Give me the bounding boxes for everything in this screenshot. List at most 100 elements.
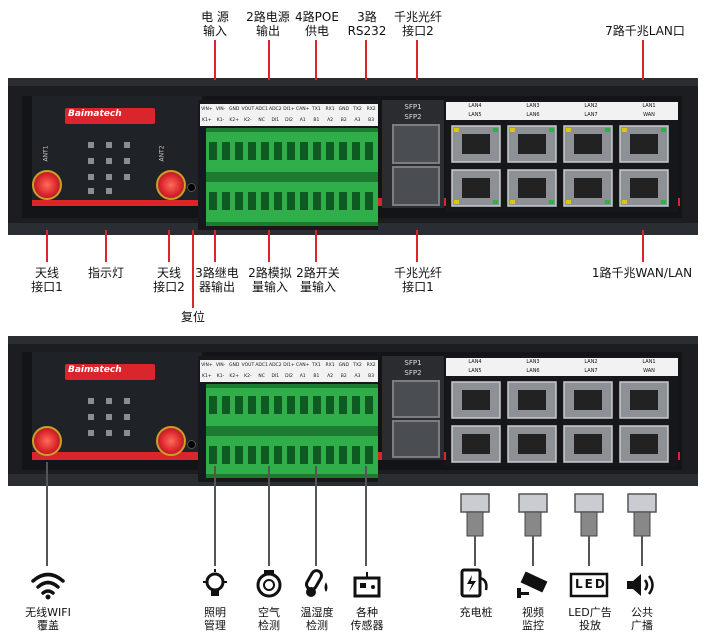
camera-icon — [514, 570, 550, 600]
panel-label: K1+ — [202, 374, 212, 379]
callout-sfp2: 千兆光纤 接口2 — [393, 10, 442, 38]
antenna-1-bottom[interactable] — [32, 426, 62, 456]
sfp-port-2[interactable] — [392, 124, 440, 164]
panel-label: SFP1 — [404, 103, 422, 111]
antenna-2-bottom[interactable] — [156, 426, 186, 456]
panel-label: K1+ — [202, 118, 212, 123]
panel-label: VIN- — [215, 107, 226, 112]
panel-label: B1 — [313, 374, 320, 379]
panel-label: B2 — [340, 118, 347, 123]
led-screen-icon: LED — [569, 572, 609, 598]
panel-label: TX1 — [312, 107, 321, 112]
led-screen-text: LED — [575, 577, 607, 591]
antenna-1[interactable] — [32, 170, 62, 200]
terminal-labels-top — [200, 104, 378, 126]
lan-label-strip-top — [446, 102, 678, 120]
panel-label: TX2 — [353, 363, 362, 368]
panel-label: K1- — [216, 118, 225, 123]
antenna-2[interactable] — [156, 170, 186, 200]
app-label-air: 空气 检测 — [258, 606, 280, 632]
panel-label: DI1 — [271, 118, 280, 123]
panel-label: DI1+ — [283, 363, 295, 368]
panel-label: VIN+ — [201, 363, 213, 368]
panel-label: VIN- — [215, 363, 226, 368]
panel-label: RX2 — [366, 107, 376, 112]
callout-relay: 3路继电 器输出 — [195, 266, 239, 294]
panel-label: K2+ — [229, 374, 240, 379]
terminal-green-top — [206, 128, 378, 226]
panel-label: RX1 — [325, 107, 335, 112]
app-label-led: LED广告 投放 — [568, 606, 612, 632]
panel-label: GND — [229, 107, 240, 112]
panel-label: LAN3 — [526, 103, 540, 109]
panel-label: ADC2 — [269, 363, 282, 368]
sensor-icon — [352, 570, 382, 600]
panel-label: LAN3 — [526, 359, 540, 365]
air-gauge-icon — [254, 568, 284, 600]
panel-label: WAN — [643, 112, 655, 118]
reset-button-bottom[interactable] — [187, 440, 196, 449]
callout-wanlan: 1路千兆WAN/LAN — [591, 266, 693, 280]
panel-label: VOUT — [241, 363, 255, 368]
app-label-camera: 视频 监控 — [522, 606, 544, 632]
panel-label: NC — [258, 374, 265, 379]
panel-label: DI1 — [271, 374, 280, 379]
panel-label: ADC1 — [255, 107, 268, 112]
callout-indicator: 指示灯 — [87, 266, 124, 280]
app-label-broadcast: 公共 广播 — [631, 606, 653, 632]
panel-label: GND — [338, 363, 349, 368]
panel-label: A2 — [327, 118, 334, 123]
panel-label: TX1 — [312, 363, 321, 368]
brand-text: Baimatech — [68, 109, 122, 119]
callout-switch: 2路开关 量输入 — [296, 266, 340, 294]
panel-label: NC — [258, 118, 265, 123]
panel-label: WAN — [643, 368, 655, 374]
callout-reset: 复位 — [180, 310, 205, 324]
panel-label: K2- — [244, 118, 252, 123]
callout-rs232: 3路 RS232 — [347, 10, 387, 38]
bulb-icon — [200, 568, 230, 600]
panel-label: DI2 — [285, 118, 293, 123]
callout-analog: 2路模拟 量输入 — [248, 266, 292, 294]
panel-label: A3 — [354, 118, 361, 123]
panel-label: ADC2 — [269, 107, 282, 112]
indicator-leds-bottom — [86, 396, 136, 456]
lan-ports-top — [450, 124, 676, 208]
panel-label: LAN6 — [526, 368, 540, 374]
sfp-port-1-bottom[interactable] — [392, 420, 440, 458]
panel-label: B3 — [368, 374, 375, 379]
reset-button[interactable] — [187, 183, 196, 192]
panel-label: A2 — [327, 374, 334, 379]
app-label-sensor: 各种 传感器 — [350, 606, 384, 632]
panel-label: LAN2 — [584, 359, 598, 365]
panel-label: K1- — [216, 374, 225, 379]
panel-label: CAN+ — [296, 363, 310, 368]
callout-power-input: 电 源 输入 — [201, 10, 229, 38]
panel-label: GND — [229, 363, 240, 368]
indicator-leds — [86, 140, 136, 200]
panel-label: A3 — [354, 374, 361, 379]
lan-ports-bottom — [450, 380, 676, 464]
panel-label: LAN7 — [584, 112, 598, 118]
panel-label: LAN7 — [584, 368, 598, 374]
panel-label: LAN4 — [468, 359, 482, 365]
panel-label: LAN1 — [642, 103, 656, 109]
callout-ant2: 天线 接口2 — [153, 266, 185, 294]
panel-label: GND — [338, 107, 349, 112]
sfp-port-2-bottom[interactable] — [392, 380, 440, 418]
panel-label: RX1 — [325, 363, 335, 368]
app-label-charger: 充电桩 — [459, 606, 493, 619]
panel-label: RX2 — [366, 363, 376, 368]
panel-label: LAN5 — [468, 368, 482, 374]
panel-label: LAN2 — [584, 103, 598, 109]
panel-label: K2+ — [229, 118, 240, 123]
sfp-port-1[interactable] — [392, 166, 440, 206]
lan-label-strip-bottom — [446, 358, 678, 376]
panel-label: LAN4 — [468, 103, 482, 109]
panel-label: LAN1 — [642, 359, 656, 365]
